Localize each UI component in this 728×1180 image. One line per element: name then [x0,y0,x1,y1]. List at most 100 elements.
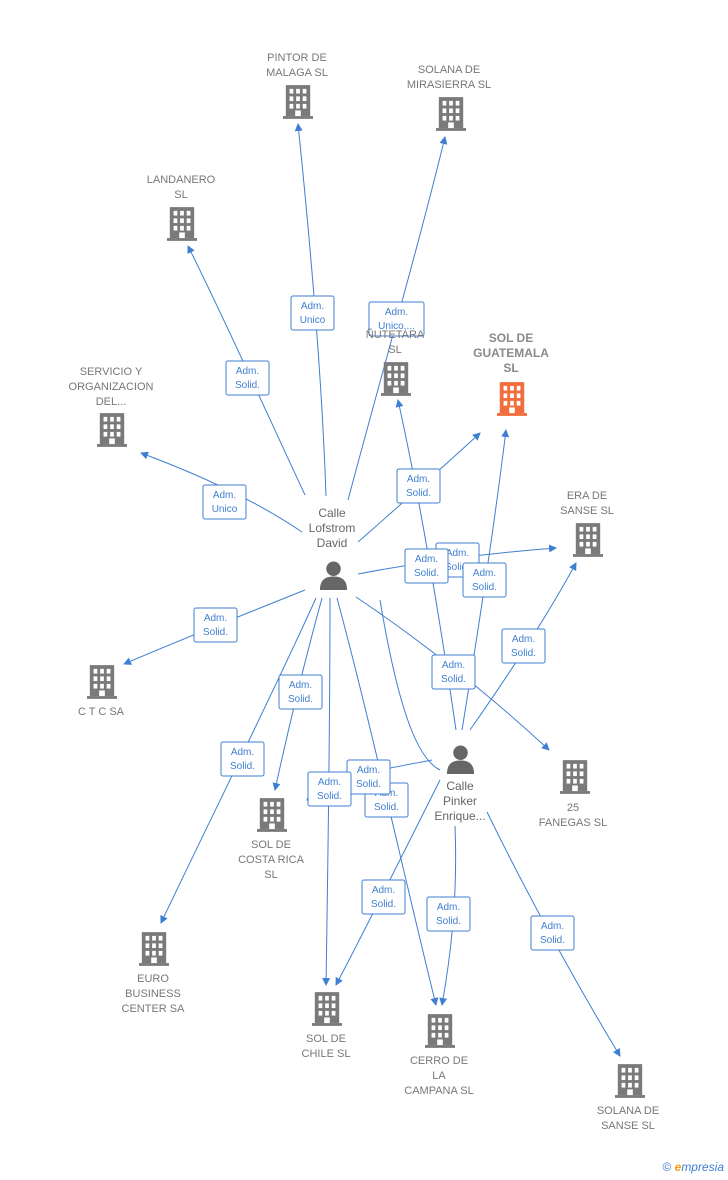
svg-text:Adm.: Adm. [385,307,408,318]
company-node-sol-de-costa-rica[interactable]: SOL DE COSTA RICA SL [238,798,305,881]
relation-label[interactable]: Adm. Solid. [278,674,323,710]
person-icon [446,745,475,774]
svg-text:SL: SL [174,189,187,201]
relation-label[interactable]: Adm. Solid. [361,879,406,915]
relation-label[interactable]: Adm. Solid. [530,915,575,951]
svg-text:Unico: Unico [212,504,238,515]
company-node-solana-de-sanse[interactable]: SOLANA DE SANSE SL [597,1064,659,1132]
relation-label[interactable]: Adm. Solid. [396,468,441,504]
svg-text:SL: SL [388,344,401,356]
company-node-servicio-y-organizacion[interactable]: SERVICIO Y ORGANIZACION DEL... [69,366,154,447]
svg-text:Adm.: Adm. [357,765,380,776]
relation-label[interactable]: Adm. Solid. [193,607,238,643]
company-node-era-de-sanse[interactable]: ERA DE SANSE SL [560,490,614,557]
svg-text:Solid.: Solid. [230,761,255,772]
svg-text:25: 25 [567,802,579,814]
svg-text:Solid.: Solid. [472,582,497,593]
company-node-sol-de-guatemala[interactable]: SOL DE GUATEMALA SL [473,331,549,416]
svg-text:Enrique...: Enrique... [434,809,485,823]
svg-text:SANSE SL: SANSE SL [560,505,614,517]
svg-text:Adm.: Adm. [512,634,535,645]
person-node-lofstrom[interactable]: Calle Lofstrom David [309,506,356,590]
edge-pinker-lofstrom [379,599,441,771]
building-icon [139,932,169,966]
svg-text:Adm.: Adm. [473,568,496,579]
building-icon [425,1014,455,1048]
company-node-pintor-de-malaga[interactable]: PINTOR DE MALAGA SL [266,52,328,119]
relation-label[interactable]: Adm. Solid. [404,548,449,584]
relation-label[interactable]: Adm. Solid. [462,562,507,598]
svg-text:Pinker: Pinker [443,794,477,808]
svg-text:SOL DE: SOL DE [251,839,291,851]
svg-text:Adm.: Adm. [407,474,430,485]
building-icon [257,798,287,832]
svg-text:Adm.: Adm. [231,747,254,758]
svg-text:Adm.: Adm. [301,301,324,312]
svg-text:ÑUTETARA: ÑUTETARA [366,328,425,341]
relation-label[interactable]: Adm. Unico [202,484,247,520]
building-icon [381,362,411,396]
company-node-euro-business-center[interactable]: EURO BUSINESS CENTER SA [122,932,186,1015]
company-node-sol-de-chile[interactable]: SOL DE CHILE SL [302,992,351,1060]
relation-label[interactable]: Adm. Solid. [426,896,471,932]
relation-label[interactable]: Adm. Unico,... [368,301,425,337]
svg-text:Adm.: Adm. [236,366,259,377]
svg-text:Solid.: Solid. [317,791,342,802]
svg-text:Adm.: Adm. [318,777,341,788]
svg-text:Solid.: Solid. [511,648,536,659]
svg-text:Adm.: Adm. [437,902,460,913]
person-node-pinker[interactable]: Calle Pinker Enrique... [434,745,486,823]
person-icon [319,561,348,590]
svg-text:Adm.: Adm. [415,554,438,565]
building-icon [87,665,117,699]
svg-text:Unico: Unico [300,315,326,326]
svg-text:ORGANIZACION: ORGANIZACION [69,381,154,393]
svg-text:Solid.: Solid. [371,899,396,910]
brand-logo-text: mpresia [681,1160,724,1174]
building-icon [436,97,466,131]
relation-label[interactable]: Adm. Solid. [307,771,352,807]
company-node-ctc[interactable]: C T C SA [78,665,125,718]
relation-label[interactable]: Adm. Solid. [431,654,476,690]
persons-layer: Calle Lofstrom David Calle Pinker Enriqu… [309,506,486,823]
svg-text:ERA DE: ERA DE [567,490,607,502]
company-node-landanero[interactable]: LANDANERO SL [147,174,216,241]
svg-text:LANDANERO: LANDANERO [147,174,216,186]
svg-text:Solid.: Solid. [356,779,381,790]
svg-text:SOL DE: SOL DE [489,331,533,345]
svg-text:Lofstrom: Lofstrom [309,521,356,535]
relation-label[interactable]: Adm. Unico [290,295,335,331]
svg-text:EURO: EURO [137,973,169,985]
companies-layer: PINTOR DE MALAGA SL SOLANA DE MIRASIERRA… [69,52,660,1132]
svg-text:Calle: Calle [446,779,474,793]
relation-label[interactable]: Adm. Solid. [346,759,391,795]
svg-text:Solid.: Solid. [445,562,470,573]
svg-text:Adm.: Adm. [446,548,469,559]
svg-text:Solid.: Solid. [374,802,399,813]
svg-text:Adm.: Adm. [213,490,236,501]
svg-text:CERRO DE: CERRO DE [410,1055,468,1067]
copyright-footer: © empresia [662,1160,724,1174]
relation-label[interactable]: Adm. Solid. [501,628,546,664]
svg-text:SOL DE: SOL DE [306,1033,346,1045]
relation-label[interactable]: Adm. Solid. [220,741,265,777]
company-node-cerro-de-la-campana[interactable]: CERRO DE LA CAMPANA SL [404,1014,474,1097]
svg-text:Solid.: Solid. [288,694,313,705]
svg-text:Solid.: Solid. [540,935,565,946]
svg-text:David: David [317,536,348,550]
building-icon [615,1064,645,1098]
svg-text:Solid.: Solid. [406,488,431,499]
svg-text:Adm.: Adm. [204,613,227,624]
svg-text:GUATEMALA: GUATEMALA [473,346,549,360]
company-node-solana-de-mirasierra[interactable]: SOLANA DE MIRASIERRA SL [407,64,491,131]
svg-text:MIRASIERRA SL: MIRASIERRA SL [407,79,491,91]
svg-text:Solid.: Solid. [203,627,228,638]
svg-text:Adm.: Adm. [289,680,312,691]
svg-text:Adm.: Adm. [442,660,465,671]
svg-text:CHILE SL: CHILE SL [302,1048,351,1060]
svg-text:CENTER SA: CENTER SA [122,1003,186,1015]
company-node-nutetara[interactable]: ÑUTETARA SL [366,328,425,396]
relation-label[interactable]: Adm. Solid. [225,360,270,396]
company-node-25-fanegas[interactable]: 25 FANEGAS SL [539,760,607,829]
